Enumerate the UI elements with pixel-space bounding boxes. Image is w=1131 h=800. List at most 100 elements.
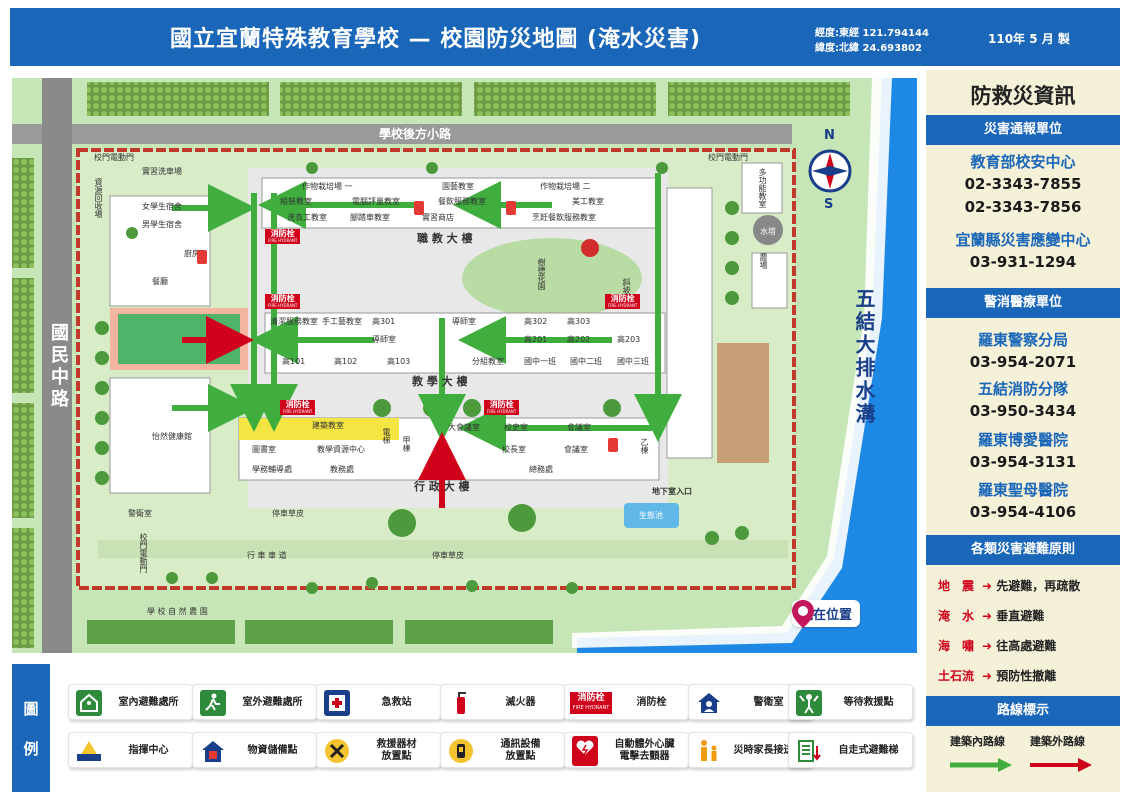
indoor-shelter-icon xyxy=(75,689,103,717)
room-label: 圖書室 xyxy=(252,445,276,454)
room-label: 電腦評量教室 xyxy=(352,197,400,206)
header-bar: 國立宜蘭特殊教育學校 — 校園防災地圖 (淹水災害) 經度:東經 121.794… xyxy=(10,8,1120,66)
legend-item: 等待救援點 xyxy=(788,684,913,720)
room-label: 烹飪餐飲服務教室 xyxy=(532,213,596,222)
room-label: 作物栽培場 二 xyxy=(540,182,591,191)
admin-building-label: 行 政 大 樓 xyxy=(414,480,470,493)
section-route-header: 路線標示 xyxy=(926,696,1120,726)
fire-extinguisher-icon xyxy=(608,438,618,452)
room-label: 農場 xyxy=(759,253,768,269)
room-label: 會議室 xyxy=(567,423,591,432)
route-outside-label: 建築外路線 xyxy=(1030,735,1085,748)
campus-map: 學校後方小路 國民中路 五結大排水溝 N S 職 教 大 樓 教 學 大 樓 行… xyxy=(12,78,917,653)
outdoor-shelter-icon xyxy=(199,689,227,717)
compass-rose xyxy=(808,149,852,193)
communication-icon xyxy=(447,737,475,765)
room-label: 導師室 xyxy=(372,335,396,344)
rule-tsunami: 海 嘯➜ 往高處避難 xyxy=(938,639,1057,653)
room-label: 導師室 xyxy=(452,317,476,326)
crop-field xyxy=(12,528,34,648)
garden xyxy=(462,238,642,318)
phone-hospital-2: 03-954-4106 xyxy=(969,503,1077,521)
room-label: 餐飲服務教室 xyxy=(438,197,486,206)
disaster-info-panel: 防救災資訊 災害通報單位 教育部校安中心 02-3343-7855 02-334… xyxy=(926,70,1120,792)
room-label: 警衛室 xyxy=(128,509,152,518)
room-label: 高202 xyxy=(567,335,591,344)
outdoor-routes xyxy=(182,316,466,508)
road-left-label: 國民中路 xyxy=(48,323,69,411)
room-label: 餐廳 xyxy=(152,277,168,286)
pond xyxy=(624,503,679,528)
section-report-header: 災害通報單位 xyxy=(926,115,1120,145)
org-police: 羅東警察分局 xyxy=(977,331,1068,349)
room-label: 洗衣工教室 xyxy=(287,213,327,222)
command-center-icon xyxy=(75,737,103,765)
gym-building xyxy=(109,377,211,494)
rule-landslide: 土石流➜ 預防性撤離 xyxy=(938,669,1057,683)
location-pin-icon xyxy=(792,600,814,628)
room-label: 怡然健康館 xyxy=(152,432,192,441)
driveway xyxy=(98,540,788,558)
section-principles-header: 各類災害避難原則 xyxy=(926,535,1120,565)
rule-flood: 淹 水➜ 垂直避難 xyxy=(938,609,1045,623)
supply-depot-icon xyxy=(199,737,227,765)
room-label: 組裝教室 xyxy=(280,197,312,206)
room-label: 手工藝教室 xyxy=(322,317,362,326)
room-label: 國中三班 xyxy=(617,357,649,366)
room-label: 女學生宿舍 xyxy=(142,202,182,211)
room-label: 高103 xyxy=(387,357,411,366)
indoor-routes xyxy=(172,173,682,452)
legend-item: 室內避難處所 xyxy=(68,684,193,720)
rule-earthquake: 地 震➜ 先避難，再疏散 xyxy=(938,579,1081,593)
crop-field xyxy=(280,82,462,116)
legend-item: 急救站 xyxy=(316,684,441,720)
fire-extinguisher-icon xyxy=(197,250,207,264)
org-moe: 教育部校安中心 xyxy=(970,153,1076,171)
room-label: 水塔 xyxy=(760,227,776,236)
farm-plots xyxy=(717,343,769,463)
room-label: 國中二班 xyxy=(570,357,602,366)
phone-hospital-1: 03-954-3131 xyxy=(969,453,1077,471)
org-hospital-1: 羅東博愛醫院 xyxy=(977,431,1068,449)
river-label: 五結大排水溝 xyxy=(852,288,876,426)
room-label: 校門電動門 xyxy=(708,153,748,162)
fire-extinguisher-icon xyxy=(414,201,424,215)
room-label: 甲棟 xyxy=(402,436,411,452)
latitude-text: 緯度:北緯 24.693802 xyxy=(815,43,922,54)
crop-field xyxy=(12,278,34,393)
room-label: 高301 xyxy=(372,317,396,326)
room-label: 男學生宿舍 xyxy=(142,220,182,229)
room-label: 斜坡道 xyxy=(622,278,631,302)
south-label: S xyxy=(824,197,834,212)
teaching-building-label: 教 學 大 樓 xyxy=(412,375,468,388)
section-police-header: 警消醫療單位 xyxy=(926,288,1120,318)
room-label: 作物栽培場 一 xyxy=(302,182,353,191)
room-label: 學 校 自 然 農 園 xyxy=(147,607,208,616)
room-label: 高201 xyxy=(524,335,548,344)
route-outside-arrow xyxy=(1030,758,1092,772)
lawn xyxy=(405,620,553,644)
road-top-label: 學校後方小路 xyxy=(379,127,452,141)
room-label: 校長室 xyxy=(502,445,526,454)
room-label: 清潔服務教室 xyxy=(270,317,318,326)
room-label: 大會議室 xyxy=(448,423,480,432)
org-yilan: 宜蘭縣災害應變中心 xyxy=(955,231,1091,249)
crop-field xyxy=(12,403,34,518)
phone-moe-1: 02-3343-7855 xyxy=(964,175,1082,193)
dorm-building xyxy=(109,195,211,307)
farm-building xyxy=(751,252,788,309)
room-label: 園藝教室 xyxy=(442,182,474,191)
room-label: 國中一班 xyxy=(524,357,556,366)
map-drawing xyxy=(12,78,917,653)
room-label: 高203 xyxy=(617,335,641,344)
trees xyxy=(95,162,749,594)
room-label: 停車草皮 xyxy=(432,551,464,560)
room-label: 會議室 xyxy=(564,445,588,454)
room-label: 高303 xyxy=(567,317,591,326)
room-label: 停車草皮 xyxy=(272,509,304,518)
